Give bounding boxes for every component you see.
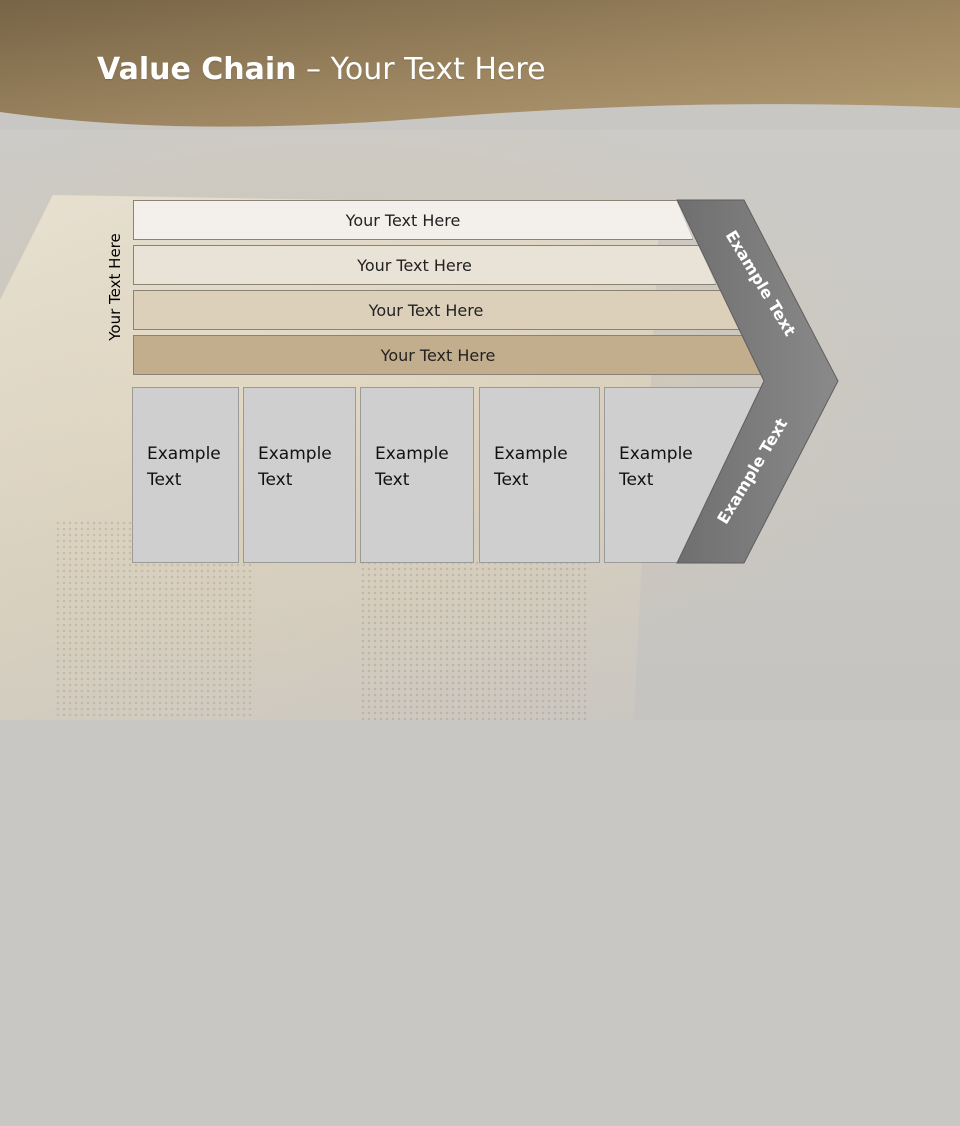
band-label: Your Text Here [357,255,472,275]
primary-column-2: Example Text [243,387,356,563]
slide-title: Value Chain – Your Text Here [97,52,546,87]
header-band [0,0,960,127]
column-line-1: Example [375,444,449,464]
column-line-2: Text [494,470,529,490]
background-mesh-center [360,560,590,720]
title-bold: Value Chain [97,52,297,87]
column-line-1: Example [494,444,568,464]
primary-column-1: Example Text [132,387,239,563]
column-line-2: Text [375,470,410,490]
primary-column-4: Example Text [479,387,600,563]
title-rest: – Your Text Here [296,52,546,87]
column-line-2: Text [147,470,182,490]
column-line-1: Example [258,444,332,464]
band-label: Your Text Here [380,345,496,365]
column-line-1: Example [147,444,221,464]
support-band-3: Your Text Here [133,290,739,330]
support-band-4: Your Text Here [133,335,763,375]
support-band-1: Your Text Here [133,200,693,240]
support-band-2: Your Text Here [133,245,716,285]
column-line-2: Text [619,470,654,490]
margin-chevron: Example Text Example Text [676,199,839,564]
band-label: Your Text Here [368,300,484,320]
primary-column-3: Example Text [360,387,474,563]
column-line-1: Example [619,444,693,464]
column-line-2: Text [258,470,293,490]
band-label: Your Text Here [345,210,461,230]
